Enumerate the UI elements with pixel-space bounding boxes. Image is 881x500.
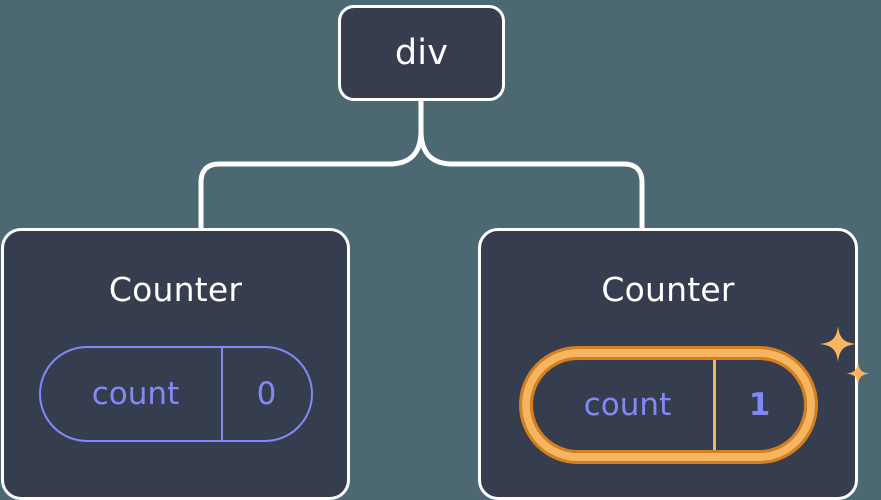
state-value-right: 1 <box>712 360 804 450</box>
edge-div-to-counter-left <box>198 128 424 231</box>
sparkle-large-icon <box>819 326 856 362</box>
sparkle-small-icon <box>846 362 869 385</box>
node-counter-right[interactable]: Counter count 1 <box>478 228 869 500</box>
state-pill-left-wrapper: count 0 <box>38 346 313 442</box>
state-pill-right-wrapper: count 1 <box>518 326 869 464</box>
node-div[interactable]: div <box>338 5 505 101</box>
state-pill-right-highlight-ring: count 1 <box>518 346 818 464</box>
state-pill-left[interactable]: count 0 <box>38 346 313 442</box>
state-value-left: 0 <box>220 348 311 440</box>
node-div-label: div <box>394 32 449 73</box>
state-pill-right[interactable]: count 1 <box>529 357 807 453</box>
state-key-left: count <box>91 375 180 412</box>
sparkle-group <box>819 326 869 385</box>
edge-div-to-counter-right <box>418 98 645 231</box>
node-counter-right-title: Counter <box>601 270 735 309</box>
state-pill-right-highlight-band: count 1 <box>521 349 815 461</box>
state-key-right: count <box>583 386 672 423</box>
node-counter-left[interactable]: Counter count 0 <box>1 228 350 500</box>
node-counter-left-title: Counter <box>108 270 243 309</box>
